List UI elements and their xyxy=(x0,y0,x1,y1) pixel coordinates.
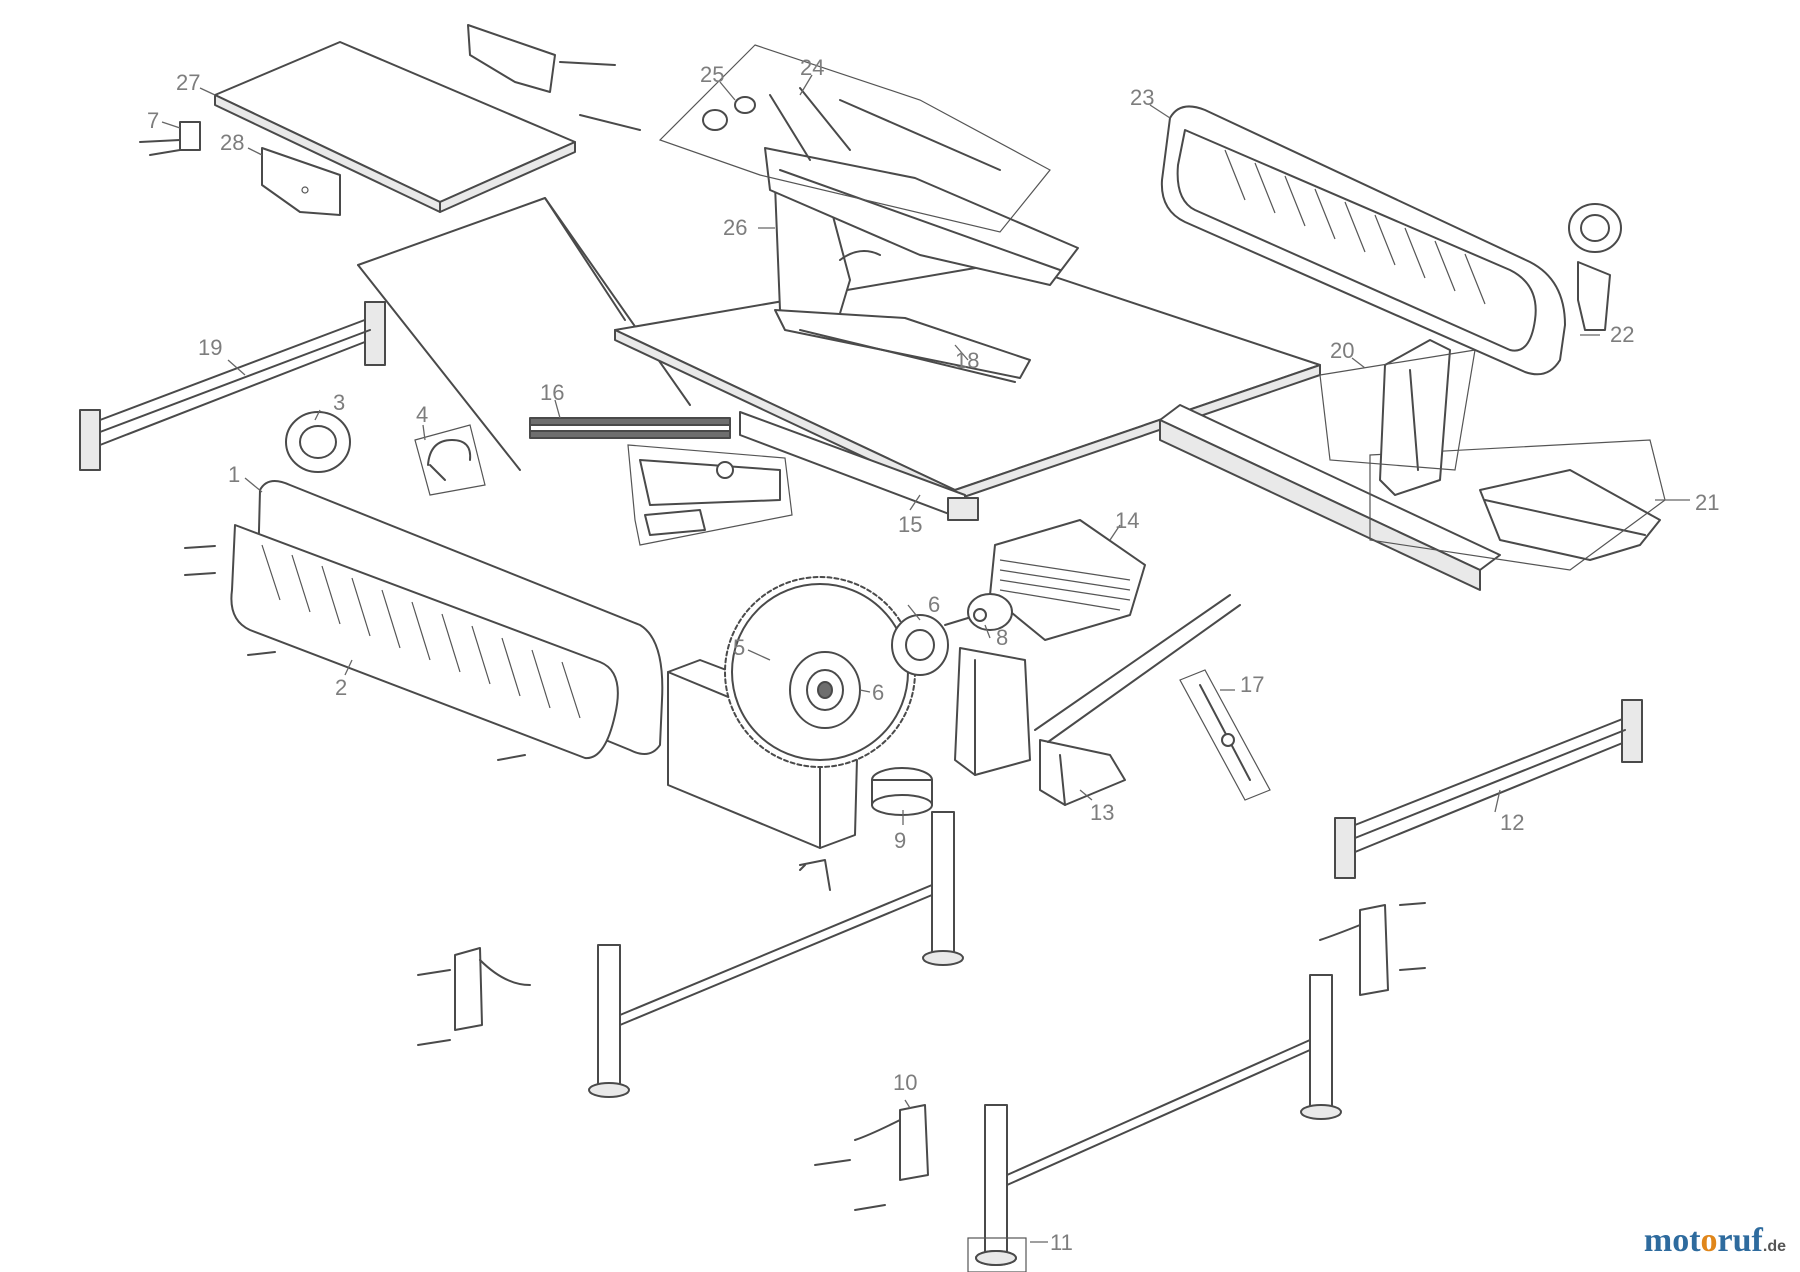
callout-1: 1 xyxy=(228,462,240,487)
bracket-right xyxy=(1577,261,1611,331)
watermark-part-2: o xyxy=(1700,1222,1718,1259)
callout-25: 25 xyxy=(700,62,724,87)
callout-26: 26 xyxy=(723,215,747,240)
watermark-suffix: .de xyxy=(1762,1238,1786,1255)
bearing-ring-part-3 xyxy=(285,411,351,473)
flange-part-6-lower xyxy=(789,651,861,729)
callout-5: 5 xyxy=(733,635,745,660)
callout-17: 17 xyxy=(1240,672,1264,697)
callout-labels: 27 7 28 25 24 26 18 16 15 1 2 3 4 19 5 6… xyxy=(147,55,1719,1255)
watermark-part-1: mot xyxy=(1643,1222,1701,1259)
leg-bracket-right xyxy=(1319,902,1426,996)
knob-part-25 xyxy=(702,96,756,131)
clamp-part-7 xyxy=(139,121,201,156)
motor-part-14 xyxy=(989,519,1146,641)
callout-10: 10 xyxy=(893,1070,917,1095)
foot-part-11 xyxy=(967,1237,1027,1272)
leg-bracket-left xyxy=(417,947,531,1046)
callout-21: 21 xyxy=(1695,490,1719,515)
callout-16: 16 xyxy=(540,380,564,405)
fence-clamp-box xyxy=(627,444,793,546)
watermark-part-3: ruf xyxy=(1717,1222,1763,1259)
callout-2: 2 xyxy=(335,675,347,700)
rip-fence-part-15 xyxy=(739,411,979,521)
callout-15: 15 xyxy=(898,512,922,537)
stand-left xyxy=(588,811,964,1098)
callout-24: 24 xyxy=(800,55,824,80)
callout-6-lower: 6 xyxy=(872,680,884,705)
callout-18: 18 xyxy=(955,348,979,373)
stand-right xyxy=(975,974,1342,1266)
bearing-ring-right xyxy=(1568,203,1622,253)
callout-27: 27 xyxy=(176,70,200,95)
lever-part-20 xyxy=(1319,339,1476,496)
screws-left-housing xyxy=(184,545,526,761)
callout-3: 3 xyxy=(333,390,345,415)
callout-13: 13 xyxy=(1090,800,1114,825)
callout-7: 7 xyxy=(147,108,159,133)
rail-part-17-box xyxy=(1179,669,1271,801)
flange-part-6-upper xyxy=(891,614,949,676)
motor-shaft-part-8 xyxy=(944,593,1013,631)
insert-plate-part-18 xyxy=(774,309,1031,383)
support-frame-rod xyxy=(357,197,691,471)
blade-guard xyxy=(764,147,1079,286)
motoruf-watermark: motoruf.de xyxy=(1644,1222,1786,1260)
bracket-part-28 xyxy=(261,147,341,216)
top-mounting-bracket xyxy=(467,24,641,131)
guide-rail-diagonal xyxy=(1034,594,1241,743)
callout-6-upper: 6 xyxy=(928,592,940,617)
leader-lines xyxy=(161,74,1690,1243)
side-cover-part-2 xyxy=(230,524,619,760)
callout-4: 4 xyxy=(416,402,428,427)
side-cover-part-22 xyxy=(1176,129,1537,352)
dust-port-part-9 xyxy=(871,767,933,816)
callout-11: 11 xyxy=(1050,1230,1073,1255)
callout-19: 19 xyxy=(198,335,222,360)
callout-9: 9 xyxy=(894,828,906,853)
fence-rail-part-16 xyxy=(529,417,731,439)
handle-part-4-box xyxy=(414,424,486,496)
callout-22: 22 xyxy=(1610,322,1634,347)
callout-8: 8 xyxy=(996,625,1008,650)
callout-28: 28 xyxy=(220,130,244,155)
cross-bar-part-19 xyxy=(79,301,386,471)
leg-bracket-part-10 xyxy=(814,1104,929,1211)
extension-table-part-27 xyxy=(214,41,576,213)
callout-20: 20 xyxy=(1330,338,1354,363)
bracket-part-13 xyxy=(1039,739,1126,806)
cross-bar-part-12 xyxy=(1334,699,1643,879)
guard-assembly-box-24 xyxy=(658,44,1051,233)
mount-plate xyxy=(954,647,1031,776)
callout-23: 23 xyxy=(1130,85,1154,110)
sliding-carriage-part-21 xyxy=(1159,404,1666,591)
callout-12: 12 xyxy=(1500,810,1524,835)
callout-14: 14 xyxy=(1115,508,1139,533)
